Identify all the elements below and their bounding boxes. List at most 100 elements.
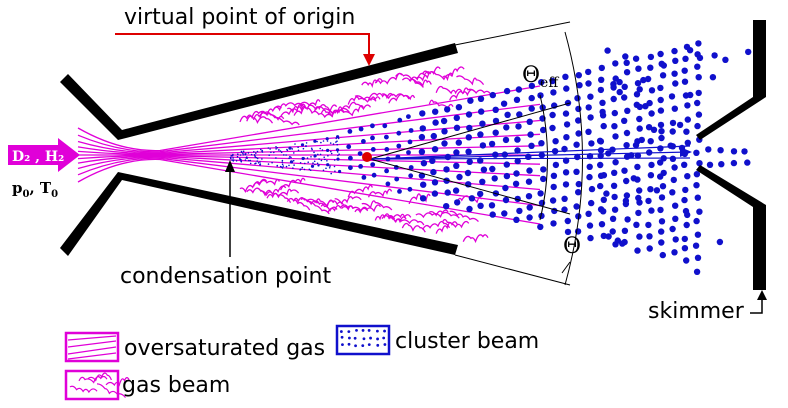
cluster-dot [681,235,688,243]
gas-squiggle [307,107,334,119]
theta-pointer [561,261,571,274]
cluster-dot [671,47,678,55]
stipple-dot [320,159,323,162]
stipple-dot [242,154,244,156]
cluster-dot [657,159,664,166]
cluster-dot [430,168,437,176]
cluster-dot [693,268,701,275]
cluster-dot [408,128,414,133]
stipple-dot [249,162,252,165]
gas-squiggle [429,210,460,219]
stipple-dot [292,159,295,162]
cluster-dot [684,116,691,123]
stipple-dot [321,149,324,151]
cluster-dot [528,142,535,149]
cluster-dot [585,68,592,76]
cluster-dot [537,190,544,197]
cluster-dot [549,197,557,204]
gas-squiggle [408,78,432,88]
cluster-dot [610,95,617,103]
stipple-dot [326,160,328,162]
cluster-dot [676,121,684,129]
cluster-dot [431,179,439,186]
cluster-dot [597,172,605,179]
cluster-dot [585,210,592,217]
cluster-dot [636,86,643,93]
cluster-dot [396,130,402,136]
cluster-dot [648,87,656,94]
cluster-dot [500,100,508,107]
legend-oversaturated-swatch [64,331,120,363]
legend-gas: gas beam [64,369,230,401]
gas-squiggle [456,75,485,86]
cluster-dot [695,40,702,47]
cluster-dot [418,148,426,155]
gas-squiggle [246,115,274,124]
cluster-dot [659,251,666,259]
cluster-dot [310,164,315,168]
cluster-dot [504,111,511,119]
cluster-dot [477,95,485,103]
cluster-dot [647,172,655,179]
stipple-dot [261,151,264,153]
stipple-dot [256,150,259,153]
cluster-dot [370,162,376,168]
cluster-dot [326,163,330,167]
cluster-dot [624,216,631,223]
cluster-dot [587,114,594,121]
cluster-dot [488,202,496,209]
cluster-dot [598,221,606,228]
cluster-dot [681,245,689,252]
cluster-dot [420,160,428,167]
cluster-dot [681,161,688,168]
stipple-dot [307,161,310,163]
cluster-dot [597,147,605,154]
cluster-dot [599,99,606,107]
stipple-dot [310,147,313,150]
cluster-dot [668,93,676,100]
cluster-dot [385,181,391,187]
gas-squiggle [422,70,453,81]
cluster-dot [671,70,678,77]
cluster-dot [622,53,629,60]
gas-squiggle [327,106,350,116]
cluster-dot [502,196,510,204]
cluster-dot [549,77,556,85]
cluster-dot [647,138,654,145]
stipple-dot [269,148,271,150]
cluster-beam-dots [288,40,752,275]
nozzle [60,43,458,256]
stipple-dot [319,153,322,156]
beam-arrowhead [680,147,692,157]
cluster-dot [658,228,665,235]
cluster-dot [633,221,640,228]
cluster-dot [684,173,691,180]
gas-squiggle [367,188,393,198]
gas-squiggle [388,93,416,104]
cluster-dot [575,213,582,220]
cluster-dot [645,124,653,131]
cluster-dot [394,176,400,182]
cluster-dot [443,166,450,173]
cluster-dot [634,80,642,87]
stipple-dot [230,154,233,157]
stipple-dot [286,148,288,151]
cluster-dot [621,83,628,91]
cluster-dot [705,146,712,153]
cluster-dot [453,124,461,131]
stipple-dot [255,162,257,164]
stipple-dot [232,153,234,156]
cluster-dot [397,189,402,194]
cluster-dot [492,151,499,158]
cluster-dot [586,222,594,229]
cluster-dot [430,132,437,140]
stipple-dot [335,137,338,140]
stipple-dot [230,157,232,160]
cluster-dot [491,175,498,182]
cluster-dot [645,221,652,229]
stipple-dot [324,158,326,161]
cluster-dot [683,128,690,135]
cluster-dot [681,196,688,204]
stipple-dot [267,163,270,165]
streamline [77,85,541,152]
